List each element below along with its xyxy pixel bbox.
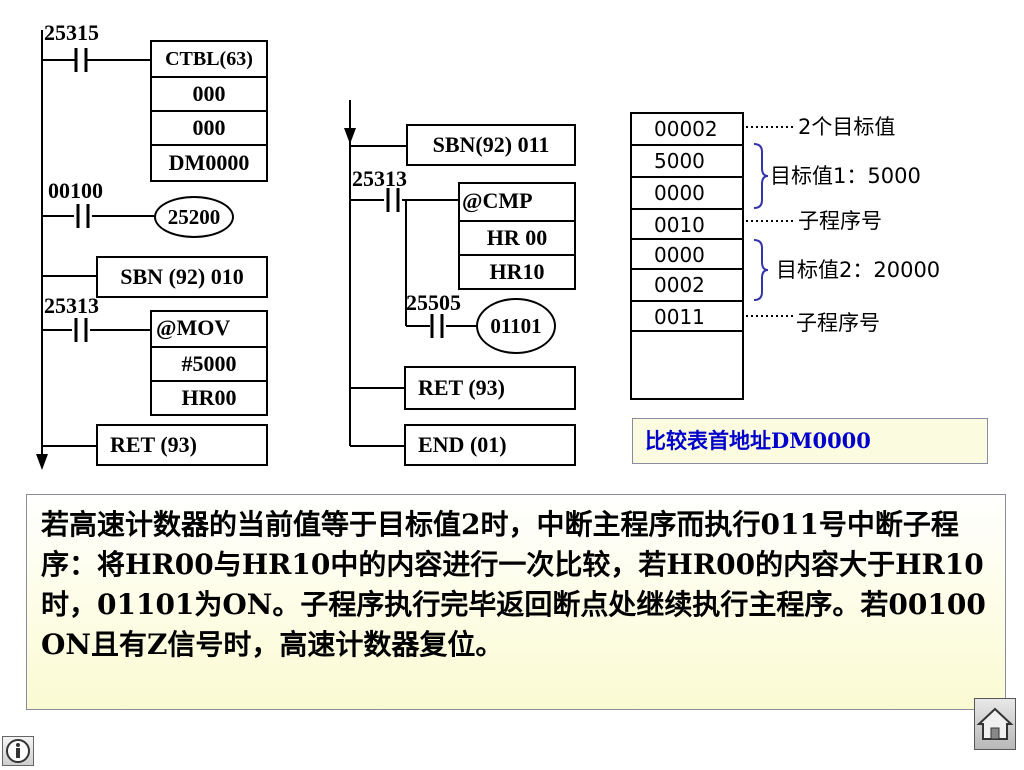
cmp-operand-1: HR 00 [460, 220, 574, 254]
ret-middle-label: RET (93) [418, 375, 505, 400]
home-icon [976, 707, 1014, 740]
annotation-targets-count: 2个目标值 [798, 115, 896, 139]
table-cell: 0000 [632, 178, 742, 210]
table-cell: 0002 [632, 270, 742, 302]
ctbl-table-address: DM0000 [152, 144, 266, 180]
info-icon [6, 739, 30, 763]
ctbl-mode: 000 [152, 110, 266, 144]
explanation-note: 若高速计数器的当前值等于目标值2时，中断主程序而执行011号中断子程序：将HR0… [26, 494, 1006, 710]
contact-00100-label: 00100 [48, 178, 103, 203]
table-cell: 5000 [632, 146, 742, 178]
ret-left-label: RET (93) [110, 432, 197, 457]
contact-25505-label: 25505 [406, 290, 461, 315]
annotation-subprogram-2: 子程序号 [796, 311, 880, 335]
coil-25200: 25200 [154, 196, 234, 238]
cmp-opcode: @CMP [462, 188, 533, 213]
sbn-011-box: SBN(92) 011 [406, 124, 576, 166]
annotation-target-1: 目标值1：5000 [770, 164, 921, 188]
mov-instruction-box: @MOV #5000 HR00 [150, 310, 268, 416]
ctbl-opcode: CTBL(63) [165, 48, 253, 70]
sbn-010-label: SBN (92) 010 [120, 264, 244, 289]
sbn-011-label: SBN(92) 011 [432, 132, 550, 157]
sbn-010-box: SBN (92) 010 [96, 256, 268, 298]
home-button[interactable] [974, 698, 1016, 750]
contact-25313-middle-label: 25313 [352, 166, 407, 191]
table-cell: 0011 [632, 302, 742, 332]
mov-destination: HR00 [152, 380, 266, 414]
ret-middle-box: RET (93) [404, 366, 576, 410]
table-address-note: 比较表首地址DM0000 [632, 418, 988, 464]
compare-table: 00002 5000 0000 0010 0000 0002 0011 [630, 112, 744, 400]
cmp-instruction-box: @CMP HR 00 HR10 [458, 182, 576, 290]
contact-25315-label: 25315 [44, 20, 99, 45]
contact-25313-left-label: 25313 [44, 293, 99, 318]
info-button[interactable] [2, 736, 34, 766]
end-box: END (01) [404, 424, 576, 466]
table-cell: 0010 [632, 210, 742, 240]
table-cell: 00002 [632, 114, 742, 146]
annotation-subprogram-1: 子程序号 [798, 209, 882, 233]
table-cell: 0000 [632, 240, 742, 270]
ret-left-box: RET (93) [96, 424, 268, 466]
coil-01101: 01101 [476, 298, 556, 354]
cmp-operand-2: HR10 [460, 254, 574, 288]
end-label: END (01) [418, 432, 507, 457]
mov-opcode: @MOV [156, 315, 231, 340]
ctbl-instruction-box: CTBL(63) 000 000 DM0000 [150, 40, 268, 182]
mov-source: #5000 [152, 346, 266, 380]
annotation-target-2: 目标值2：20000 [776, 258, 941, 282]
ctbl-port: 000 [152, 76, 266, 110]
